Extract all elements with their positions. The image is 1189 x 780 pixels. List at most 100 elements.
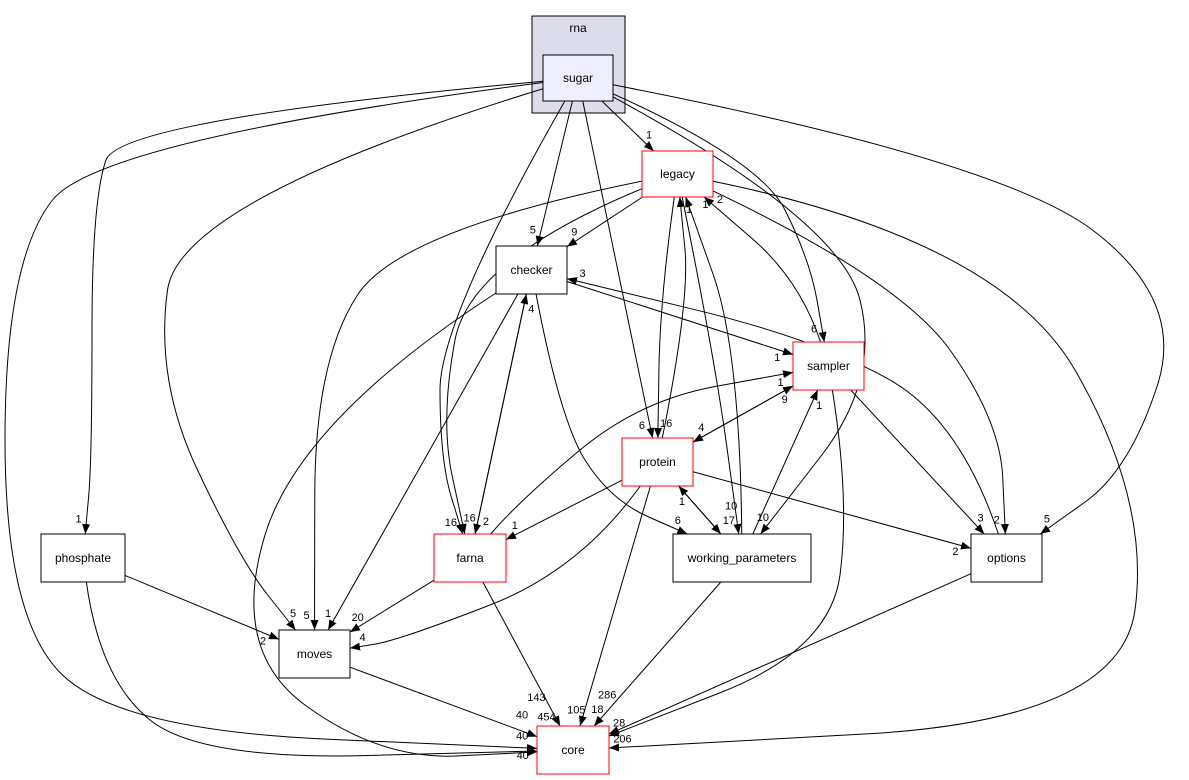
edge-farna-to-sampler[interactable]	[490, 370, 794, 535]
edge-sampler-to-core[interactable]	[608, 389, 845, 737]
nodes: sugar legacy checker sampler protein farna wor…	[40, 54, 1043, 775]
edge-line	[446, 188, 643, 535]
node-sampler[interactable]: sampler	[792, 341, 865, 391]
edge-legacy-to-protein[interactable]	[654, 196, 675, 439]
edge-line	[612, 93, 827, 343]
edge-protein-to-core[interactable]	[579, 485, 651, 727]
node-label: protein	[639, 455, 676, 469]
edge-count-label: 1	[816, 400, 822, 412]
edge-line	[608, 389, 845, 737]
node-box	[495, 245, 568, 295]
edge-sampler-to-options[interactable]	[850, 389, 985, 535]
edge-sugar-to-sampler[interactable]	[612, 93, 827, 343]
edge-line	[712, 190, 1009, 535]
edge-count-label: 40	[516, 709, 528, 721]
edge-options-to-core[interactable]	[608, 573, 972, 735]
edge-farna-to-checker[interactable]	[474, 293, 529, 535]
edge-count-label: 40	[517, 750, 529, 762]
edge-line	[474, 293, 529, 535]
edge-sugar-to-phosphate[interactable]	[82, 80, 544, 535]
node-label: phosphate	[55, 551, 111, 565]
edge-protein-to-moves[interactable]	[349, 485, 641, 651]
edge-sugar-to-moves[interactable]	[164, 88, 544, 631]
edge-sugar-to-legacy[interactable]	[601, 100, 655, 152]
edge-line	[566, 277, 999, 535]
edge-count-label: 10	[757, 512, 769, 524]
edge-line	[579, 485, 651, 727]
node-box	[621, 437, 694, 487]
node-core[interactable]: core	[536, 725, 610, 775]
edge-count-label: 454	[537, 711, 555, 723]
node-sugar[interactable]: sugar	[542, 54, 614, 102]
edge-checker-to-working_parameters[interactable]	[535, 293, 688, 535]
node-label: moves	[297, 647, 332, 661]
edge-legacy-to-working_parameters[interactable]	[681, 196, 742, 535]
node-box	[792, 341, 865, 391]
edge-line	[4, 82, 544, 752]
edge-protein-to-legacy[interactable]	[661, 196, 687, 439]
edge-count-label: 1	[774, 352, 780, 364]
edge-line	[612, 96, 866, 535]
edge-count-label: 105	[567, 704, 585, 716]
edge-protein-to-farna[interactable]	[505, 479, 623, 541]
edge-options-to-checker[interactable]	[566, 277, 999, 535]
edge-moves-to-core[interactable]	[349, 666, 538, 738]
edge-count-label: 4	[698, 422, 704, 434]
edge-count-label: 5	[1044, 513, 1050, 525]
node-box	[278, 629, 351, 679]
edge-count-label: 2	[952, 546, 958, 558]
edge-line	[164, 88, 544, 631]
edge-protein-to-options[interactable]	[692, 471, 972, 550]
edge-checker-to-sampler[interactable]	[566, 280, 794, 356]
node-label: working_parameters	[687, 551, 797, 565]
node-farna[interactable]: farna	[433, 533, 507, 583]
edge-sugar-to-core[interactable]	[4, 82, 544, 752]
node-protein[interactable]: protein	[621, 437, 694, 487]
edge-legacy-to-farna[interactable]	[446, 188, 643, 535]
edge-farna-to-core[interactable]	[482, 581, 561, 727]
edge-phosphate-to-core[interactable]	[85, 581, 538, 757]
edge-count-label: 1	[686, 204, 692, 216]
edge-sugar-to-farna[interactable]	[439, 100, 566, 535]
edge-phosphate-to-moves[interactable]	[124, 574, 280, 640]
edge-legacy-to-checker[interactable]	[566, 196, 643, 248]
edge-line	[678, 485, 722, 535]
edge-line	[681, 196, 742, 535]
edge-count-label: 6	[811, 324, 817, 336]
edge-legacy-to-options[interactable]	[712, 190, 1009, 535]
node-label: sugar	[563, 71, 593, 85]
node-moves[interactable]: moves	[278, 629, 351, 679]
edge-legacy-to-core[interactable]	[608, 180, 1138, 752]
node-box	[641, 150, 714, 198]
edge-checker-to-moves[interactable]	[327, 293, 519, 631]
edge-line	[593, 581, 722, 727]
edge-count-label: 6	[675, 515, 681, 527]
edge-farna-to-moves[interactable]	[349, 579, 435, 633]
edge-checker-to-core[interactable]	[253, 292, 538, 757]
edge-line	[566, 280, 794, 356]
edge-sampler-to-legacy[interactable]	[703, 196, 822, 343]
edge-count-label: 1	[512, 520, 518, 532]
edge-count-label: 2	[994, 514, 1000, 526]
edge-working_parameters-to-sampler[interactable]	[752, 389, 819, 535]
edge-line	[349, 579, 435, 633]
edge-line	[490, 370, 794, 535]
edge-working_parameters-to-protein[interactable]	[678, 485, 722, 535]
edge-count-label: 4	[528, 303, 534, 315]
node-phosphate[interactable]: phosphate	[40, 533, 126, 583]
edge-sugar-to-options[interactable]	[612, 84, 1165, 535]
edge-sampler-to-protein[interactable]	[692, 385, 794, 443]
node-checker[interactable]: checker	[495, 245, 568, 295]
edge-sugar-to-checker[interactable]	[535, 100, 573, 247]
node-legacy[interactable]: legacy	[641, 150, 714, 198]
edge-legacy-to-moves[interactable]	[310, 180, 643, 631]
edge-count-label: 1	[778, 377, 784, 389]
node-working_parameters[interactable]: working_parameters	[672, 533, 812, 583]
edge-working_parameters-to-legacy[interactable]	[685, 196, 743, 535]
edge-working_parameters-to-core[interactable]	[593, 581, 722, 727]
node-label: core	[561, 743, 585, 757]
edge-sugar-to-protein[interactable]	[582, 100, 655, 439]
node-options[interactable]: options	[970, 533, 1043, 583]
node-label: options	[987, 551, 1026, 565]
edge-sugar-to-working_parameters[interactable]	[612, 96, 866, 535]
